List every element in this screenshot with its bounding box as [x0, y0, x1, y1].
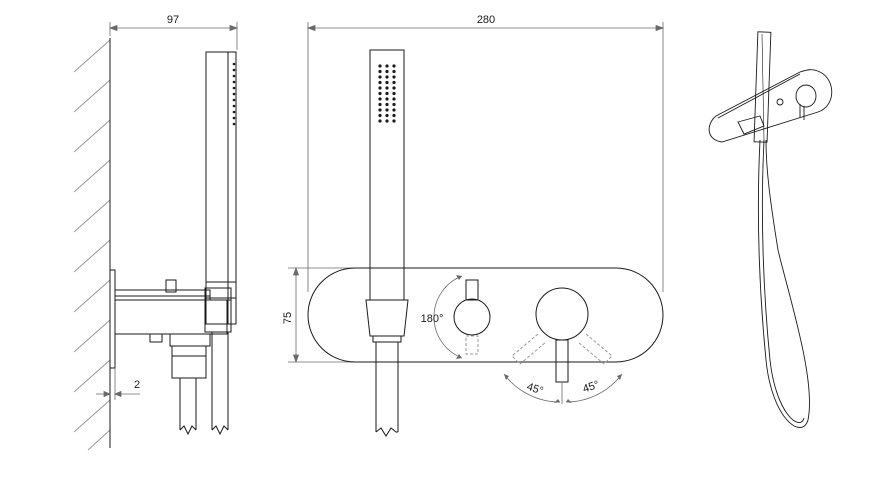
shower-nozzle: [385, 113, 389, 118]
side-handshower: [205, 51, 237, 325]
shower-nozzle: [378, 64, 382, 68]
perspective-hose: [757, 139, 810, 428]
shower-nozzle: [385, 64, 389, 68]
mixer-angle-arrows: [504, 374, 622, 403]
shower-nozzle: [392, 97, 396, 101]
front-cover-plate: [307, 267, 664, 363]
shower-nozzle: [378, 75, 382, 79]
front-shower-nozzles: [378, 64, 396, 123]
shower-nozzle: [392, 113, 396, 118]
shower-nozzle: [385, 102, 389, 107]
side-view: 97: [73, 14, 239, 451]
shower-nozzle: [378, 113, 382, 118]
shower-nozzle: [385, 80, 389, 85]
dim-diverter-rotation-label: 180°: [421, 313, 444, 325]
shower-nozzle: [392, 108, 396, 112]
dim-front-width: [306, 22, 665, 292]
dim-wall-gap-label: 2: [134, 379, 140, 391]
dim-wall-gap: [96, 368, 140, 400]
shower-nozzle: [378, 86, 382, 90]
wall-hatching: [73, 39, 111, 451]
dim-mixer-angle-right-label: 45°: [581, 379, 601, 396]
shower-nozzle: [385, 75, 389, 79]
dim-front-height-label: 75: [282, 312, 294, 324]
perspective-plate: [708, 69, 833, 143]
shower-nozzle: [392, 102, 396, 107]
shower-nozzle: [385, 69, 389, 74]
side-valve-body: [114, 279, 232, 379]
front-view: 280 75: [282, 14, 665, 437]
dim-mixer-angle-left-label: 45°: [525, 381, 545, 398]
dim-side-depth: [108, 22, 239, 50]
shower-nozzle: [378, 80, 382, 85]
side-wall-plate: [109, 269, 116, 369]
shower-nozzle: [385, 97, 389, 101]
shower-nozzle: [385, 108, 389, 112]
dim-front-width-label: 280: [477, 14, 495, 26]
shower-nozzle: [392, 86, 396, 90]
shower-nozzle: [385, 119, 389, 123]
side-shower-nozzles: [232, 62, 236, 126]
shower-nozzle: [378, 91, 382, 96]
shower-nozzle: [385, 86, 389, 90]
shower-nozzle: [392, 75, 396, 79]
mixer-angle-arcs: [503, 373, 623, 404]
perspective-mixer-knob: [795, 84, 817, 108]
shower-nozzle: [378, 102, 382, 107]
perspective-diverter: [776, 98, 784, 106]
shower-nozzle: [392, 69, 396, 74]
front-handshower: [365, 49, 409, 437]
shower-nozzle: [392, 91, 396, 96]
side-hoses: [179, 332, 229, 436]
perspective-view: [708, 31, 833, 428]
front-mixer: [511, 287, 613, 383]
shower-nozzle: [378, 108, 382, 112]
shower-nozzle: [378, 97, 382, 101]
diverter-arrows: [456, 275, 462, 359]
shower-nozzle: [392, 80, 396, 85]
dim-front-height: [288, 266, 356, 364]
shower-nozzle: [378, 69, 382, 74]
shower-nozzle: [385, 91, 389, 96]
dim-side-depth-label: 97: [167, 14, 179, 26]
shower-nozzle: [392, 119, 396, 123]
shower-nozzle: [378, 119, 382, 123]
shower-nozzle: [392, 64, 396, 68]
perspective-handshower: [753, 31, 772, 143]
front-diverter: [433, 275, 491, 359]
